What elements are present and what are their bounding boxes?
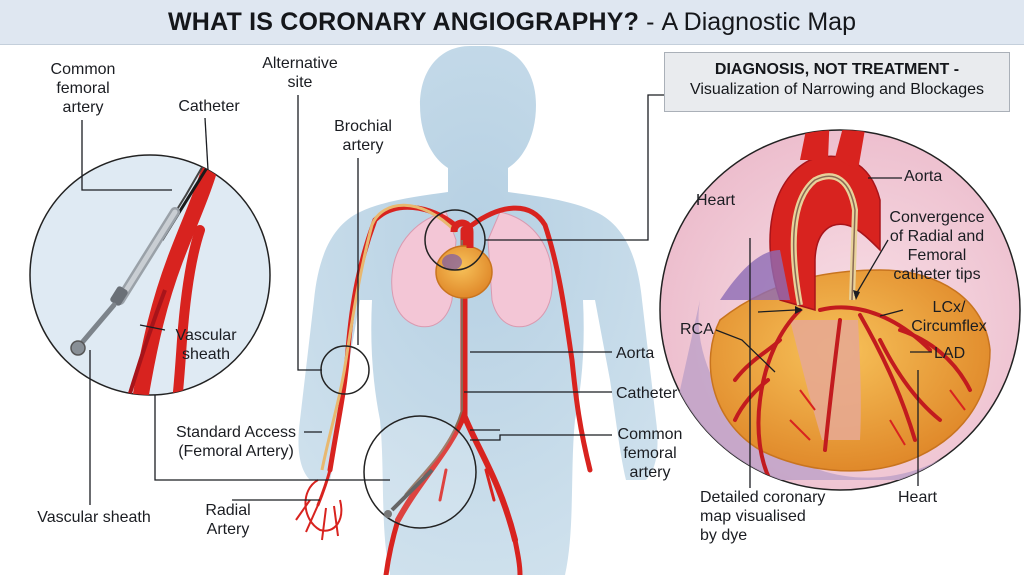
body-catheter: [320, 203, 458, 471]
leader-lines: [81, 94, 932, 505]
label-standard-access: Standard Access (Femoral Artery): [166, 423, 306, 461]
label-lad: LAD: [934, 345, 966, 362]
label-body-common-femoral: Common femoral artery: [610, 425, 690, 482]
label-coronary-map: Detailed coronary map visualised by dye: [700, 488, 825, 545]
lungs: [391, 211, 553, 328]
label-line: Vascular: [175, 327, 237, 344]
diagnosis-box-title: DIAGNOSIS, NOT TREATMENT -: [714, 61, 960, 78]
title-main: WHAT IS CORONARY ANGIOGRAPHY?: [168, 7, 640, 36]
label-line: map visualised: [700, 508, 806, 525]
label-right-aorta: Aorta: [904, 168, 943, 185]
label-rca: RCA: [680, 321, 714, 338]
diagnosis-box: DIAGNOSIS, NOT TREATMENT - Visualization…: [664, 52, 1010, 112]
label-line: sheath: [181, 346, 231, 363]
label-line: by dye: [700, 527, 748, 544]
label-line: Radial: [205, 502, 251, 519]
label-line: Standard Access: [175, 424, 297, 441]
arrow-heads: [795, 290, 860, 314]
label-line: femoral: [56, 80, 110, 97]
label-convergence: Convergence of Radial and Femoral cathet…: [882, 208, 992, 284]
body-silhouette: [298, 46, 658, 575]
body-catheter-femoral: [404, 240, 463, 496]
title-separator: -: [646, 7, 655, 36]
label-radial-artery: Radial Artery: [190, 501, 266, 539]
label-brachial-artery: Brochial artery: [325, 117, 401, 155]
label-body-catheter: Catheter: [616, 385, 678, 402]
label-left-common-femoral: Common femoral artery: [40, 60, 126, 117]
diagnosis-box-subtitle: Visualization of Narrowing and Blockages: [689, 81, 985, 98]
label-line: Common: [617, 426, 683, 443]
label-body-aorta: Aorta: [616, 345, 655, 362]
label-line: of Radial and: [889, 228, 985, 245]
label-line: Convergence: [889, 209, 985, 226]
label-line: femoral: [623, 445, 677, 462]
label-line: LCx/: [932, 299, 966, 316]
label-left-catheter: Catheter: [178, 98, 240, 115]
label-line: Artery: [206, 521, 250, 538]
femoral-zoom-sheath: [384, 468, 434, 518]
label-line: artery: [342, 137, 384, 154]
label-right-heart-bottom: Heart: [898, 489, 938, 506]
label-line: Circumflex: [911, 318, 987, 335]
label-line: Detailed coronary: [700, 489, 826, 506]
label-line: Femoral: [907, 247, 967, 264]
label-line: artery: [629, 464, 671, 481]
label-line: Alternative: [262, 55, 338, 72]
hand: [295, 479, 343, 541]
label-line: catheter tips: [893, 266, 981, 283]
label-alternative-site: Alternative site: [252, 54, 348, 92]
label-line: artery: [62, 99, 104, 116]
femoral-zoom-circle: [363, 415, 477, 529]
title-subtitle: A Diagnostic Map: [661, 7, 856, 36]
title-bar: WHAT IS CORONARY ANGIOGRAPHY? - A Diagno…: [0, 0, 1024, 45]
label-line: site: [287, 74, 313, 91]
left-inset: [29, 154, 271, 396]
label-lcx: LCx/ Circumflex: [906, 298, 992, 336]
label-line: Brochial: [334, 118, 392, 135]
label-line: (Femoral Artery): [178, 443, 294, 460]
label-left-vascular-sheath: Vascular sheath: [168, 326, 244, 364]
label-line: Common: [50, 61, 116, 78]
label-vascular-sheath-bottom: Vascular sheath: [37, 509, 151, 526]
label-right-heart: Heart: [696, 192, 736, 209]
